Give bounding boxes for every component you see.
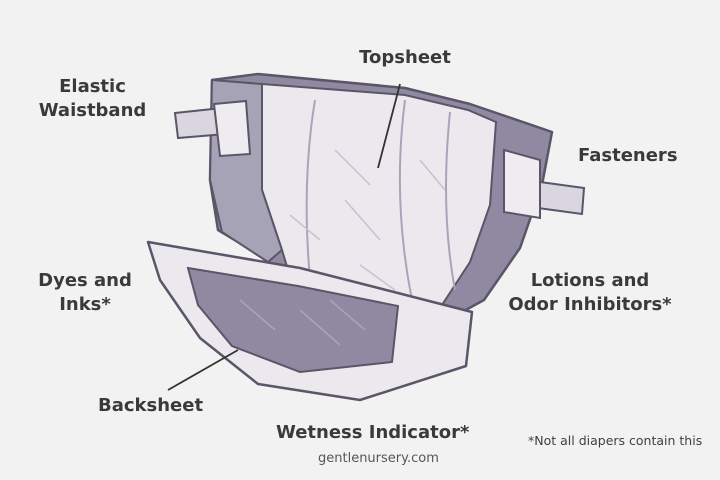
- backsheet-leader-line: [167, 349, 239, 391]
- source-credit: gentlenursery.com: [318, 451, 439, 466]
- topsheet-fold: [445, 111, 456, 291]
- dyes-inks-label: Dyes and Inks*: [38, 270, 132, 315]
- backsheet-hatch: [239, 299, 366, 346]
- topsheet-fold: [398, 99, 413, 301]
- left-fastener-patch: [212, 99, 252, 158]
- wetness-indicator-label: Wetness Indicator*: [276, 422, 470, 443]
- elastic-waistband-label: Elastic Waistband: [38, 76, 147, 121]
- topsheet-label: Topsheet: [359, 47, 451, 68]
- footnote: *Not all diapers contain this: [528, 433, 703, 448]
- right-fastener-patch: [503, 148, 541, 220]
- backsheet-label: Backsheet: [98, 395, 204, 416]
- lotions-odor-inhibitors-label: Lotions and Odor Inhibitors*: [508, 270, 672, 315]
- fasteners-label: Fasteners: [578, 145, 678, 166]
- right-fastener-tab: [536, 180, 586, 216]
- topsheet-hatch: [289, 149, 446, 291]
- topsheet-leader-line: [377, 83, 401, 169]
- backsheet-panel: [186, 266, 400, 374]
